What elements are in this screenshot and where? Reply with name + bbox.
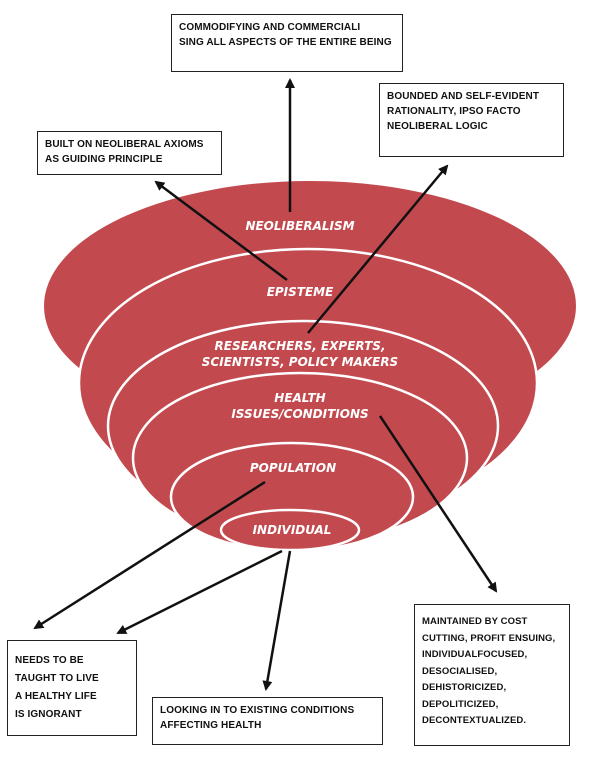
box-needs-taught: NEEDS TO BE TAUGHT TO LIVE A HEALTHY LIF… (7, 640, 137, 736)
label-researchers-line1: RESEARCHERS, EXPERTS, (215, 339, 386, 353)
layer-individual (219, 508, 361, 552)
arrow-to-bounded-rationality (307, 164, 449, 334)
label-neoliberalism: NEOLIBERALISM (245, 219, 354, 233)
box-maintained: MAINTAINED BY COST CUTTING, PROFIT ENSUI… (414, 604, 570, 746)
label-researchers-line2: SCIENTISTS, POLICY MAKERS (202, 355, 398, 369)
arrow-to-maintained (378, 415, 498, 593)
label-health-line1: HEALTH (274, 391, 325, 405)
box-looking-existing: LOOKING IN TO EXISTING CONDITIONS AFFECT… (152, 697, 383, 745)
box-bounded-rationality: BOUNDED AND SELF-EVIDENT RATIONALITY, IP… (379, 83, 564, 157)
arrow-to-looking (262, 550, 292, 691)
arrow-to-built-axioms (154, 180, 288, 282)
arrow-to-needs-individual (116, 549, 283, 635)
label-individual: INDIVIDUAL (253, 523, 332, 537)
arrow-to-needs-population (33, 480, 266, 630)
label-episteme: EPISTEME (267, 285, 334, 299)
box-commodifying: COMMODIFYING AND COMMERCIALI SING ALL AS… (171, 14, 403, 72)
label-health-line2: ISSUES/CONDITIONS (231, 407, 368, 421)
box-built-axioms: BUILT ON NEOLIBERAL AXIOMS AS GUIDING PR… (37, 131, 222, 175)
label-population: POPULATION (250, 461, 336, 475)
